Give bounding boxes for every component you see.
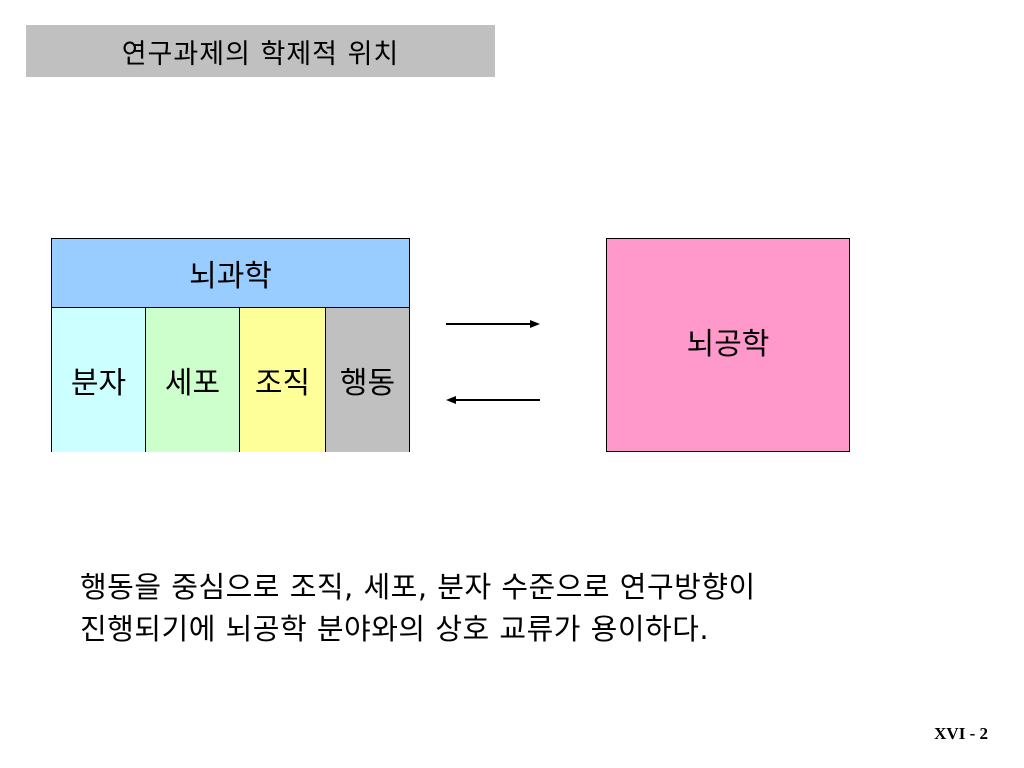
right-arrow-icon (446, 320, 540, 328)
brain-engineering-box: 뇌공학 (606, 238, 850, 452)
description-line: 진행되기에 뇌공학 분야와의 상호 교류가 용이하다. (80, 612, 710, 646)
neuroscience-header: 뇌과학 (52, 239, 409, 308)
slide-title: 연구과제의 학제적 위치 (26, 25, 495, 77)
description-line: 행동을 중심으로 조직, 세포, 분자 수준으로 연구방향이 (80, 570, 756, 604)
left-arrow-icon (446, 396, 540, 404)
level-molecule: 분자 (52, 308, 146, 452)
level-cell: 세포 (146, 308, 240, 452)
research-levels: 분자 세포 조직 행동 (52, 308, 409, 452)
neuroscience-box: 뇌과학 분자 세포 조직 행동 (51, 238, 410, 452)
level-tissue: 조직 (240, 308, 326, 452)
page-number: XVI - 2 (934, 724, 988, 743)
level-behavior: 행동 (326, 308, 409, 452)
description-text: 행동을 중심으로 조직, 세포, 분자 수준으로 연구방향이 진행되기에 뇌공학… (80, 566, 940, 650)
